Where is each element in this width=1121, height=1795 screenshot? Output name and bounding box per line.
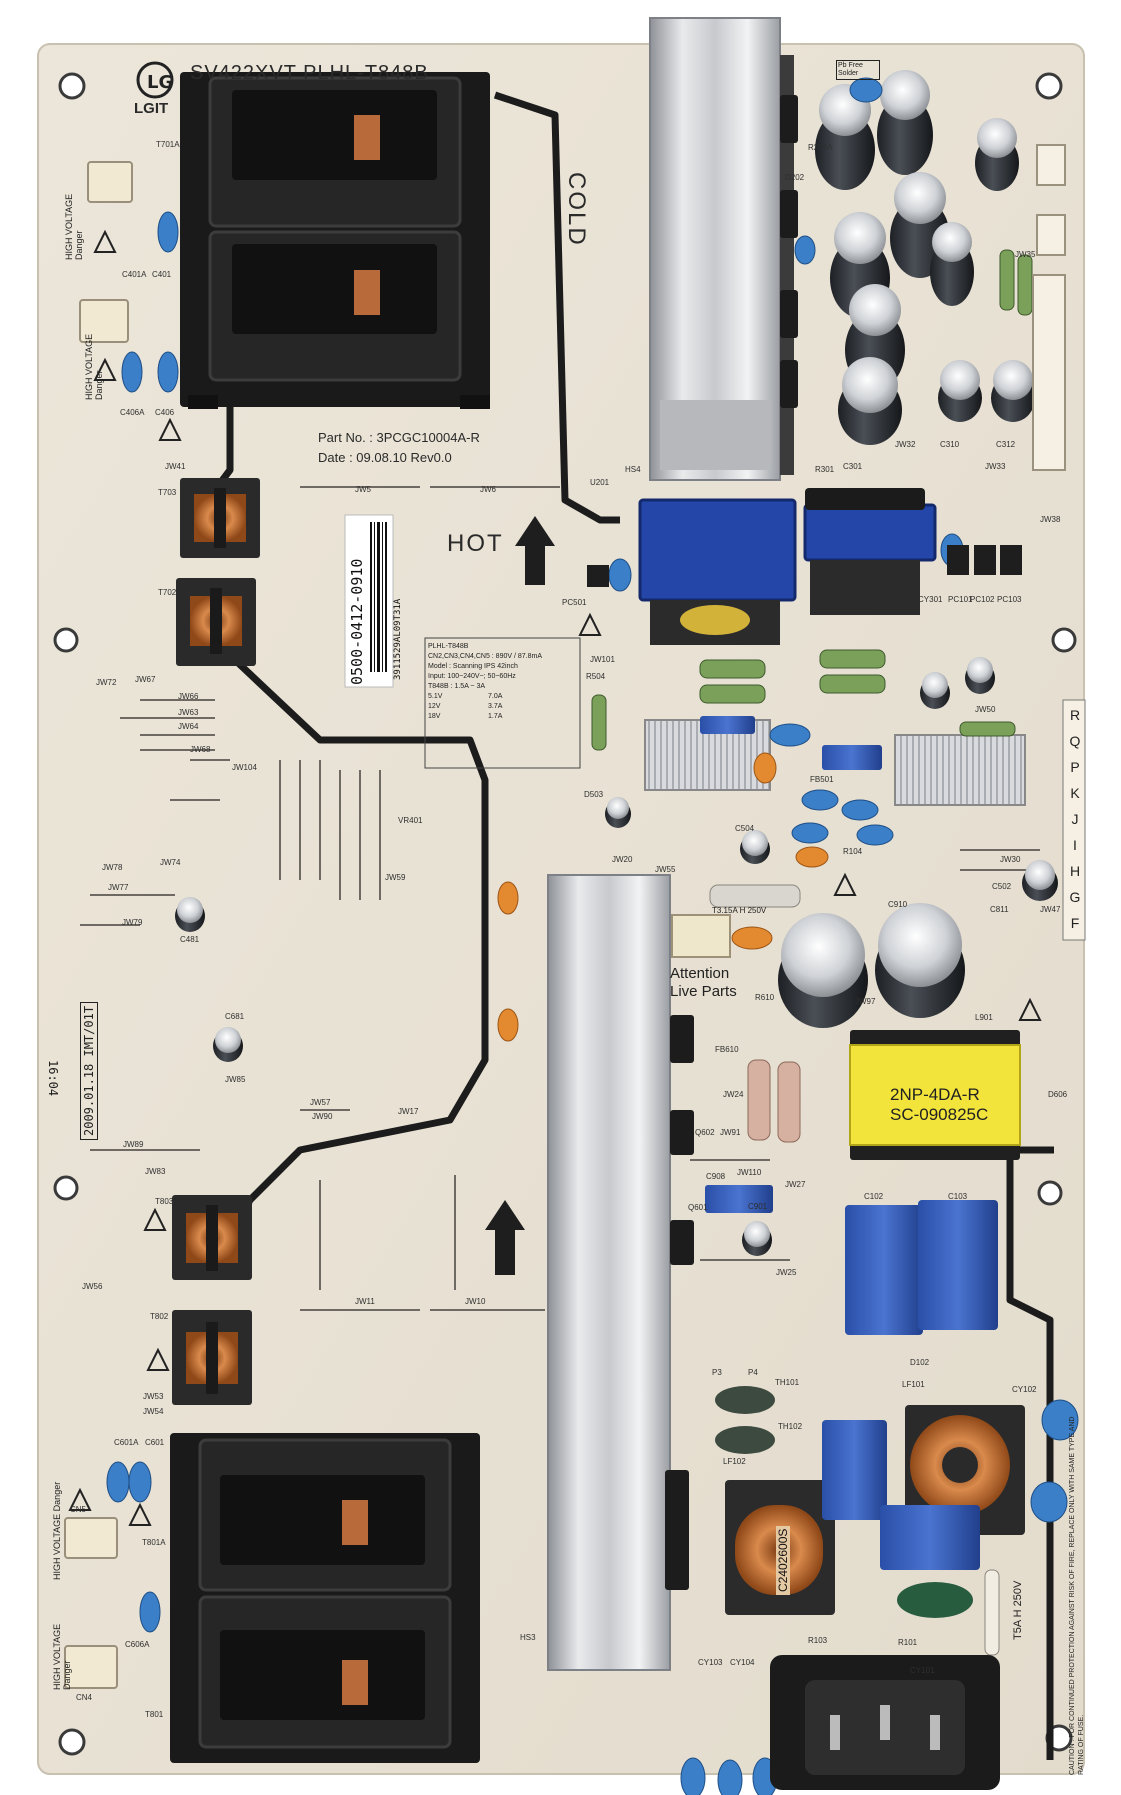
ac-power-inlet: [770, 1655, 1000, 1790]
hv-connectors: [64, 161, 133, 1689]
input-chokes: [725, 1405, 1025, 1615]
electrolytic-capacitors: [175, 70, 1058, 1256]
flow-arrows: [485, 516, 555, 1275]
tantalum-capacitors: [497, 752, 829, 1042]
side-pin-strip: [1062, 699, 1086, 941]
thermistors: [715, 1386, 973, 1618]
resistors: [591, 249, 1033, 1656]
pcb-fine-traces: [80, 486, 1040, 1311]
small-chokes: [172, 478, 260, 1405]
x-capacitors: [700, 716, 998, 1570]
heatsink-top: [649, 17, 794, 481]
svg-text:LG: LG: [147, 72, 173, 93]
inverter-transformers-bottom: [170, 1433, 480, 1763]
power-transistors: [665, 95, 798, 1590]
barcode-sticker: [344, 514, 394, 688]
output-connectors: [1032, 144, 1066, 471]
spec-box-frame: [424, 637, 581, 769]
thermistor-block: [671, 914, 731, 958]
switching-transformers: [638, 488, 937, 645]
lg-logo: LG: [136, 61, 174, 99]
inverter-transformers-top: [180, 72, 490, 409]
standby-transformer: [849, 1030, 1021, 1160]
heatsink-middle: [547, 874, 671, 1671]
warning-triangles: [68, 229, 1042, 1526]
optocouplers: [587, 545, 1022, 587]
